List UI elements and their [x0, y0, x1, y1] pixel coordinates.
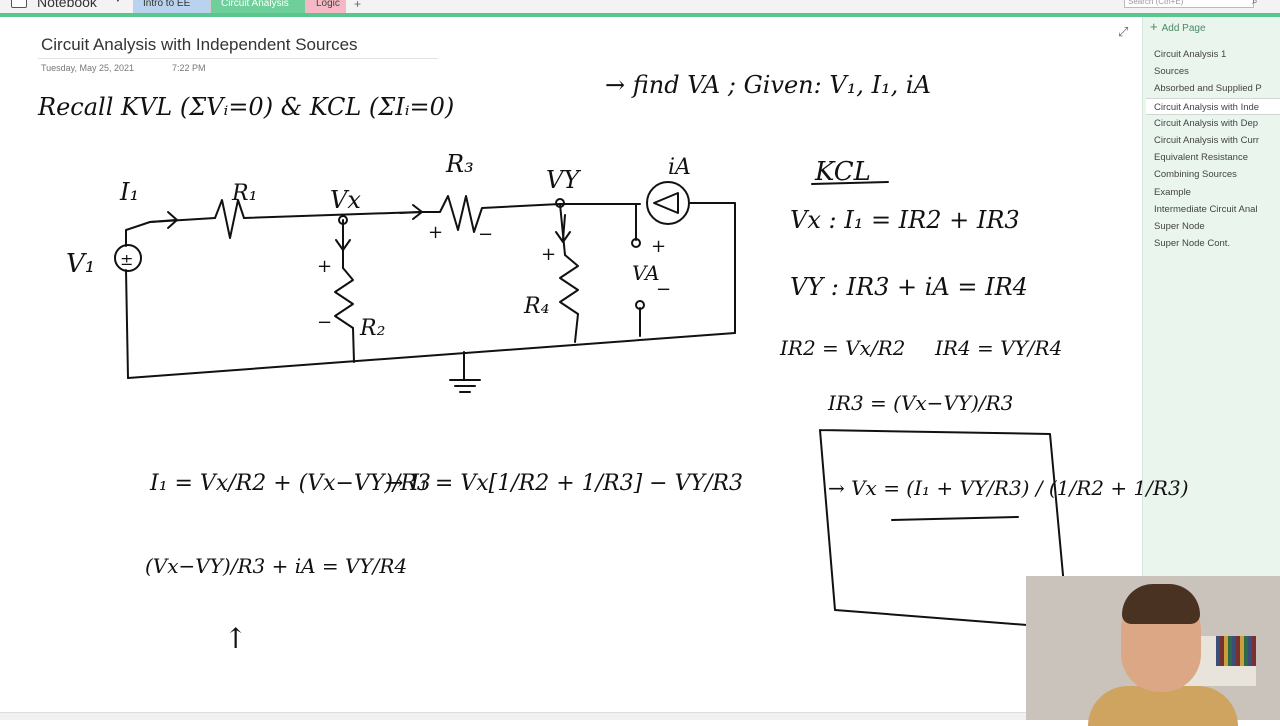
section-tab-intro-to-ee[interactable]: Intro to EE — [133, 0, 211, 13]
ink-canvas[interactable]: Recall KVL (ΣVᵢ=0) & KCL (ΣIᵢ=0) → find … — [0, 70, 1189, 720]
label-r2: R₂ — [359, 316, 385, 341]
label-r4: R₄ — [523, 294, 549, 319]
add-section-button[interactable]: + — [354, 0, 362, 11]
add-page-label: Add Page — [1161, 23, 1206, 34]
resistor-r2 — [334, 267, 354, 329]
wire — [127, 332, 736, 379]
eq3: → Vx = (I₁ + VY/R3) / (1/R2 + 1/R3) — [828, 476, 1189, 500]
ir3-eq: IR3 = (Vx−VY)/R3 — [827, 391, 1013, 415]
wire — [352, 327, 355, 363]
kcl-underline — [811, 181, 889, 185]
eq2: → I₁ = Vx[1/R2 + 1/R3] − VY/R3 — [385, 471, 743, 496]
add-page-button[interactable]: +Add Page — [1150, 19, 1206, 34]
search-input[interactable]: Search (Ctrl+E) — [1124, 0, 1254, 8]
minus-sign: − — [317, 312, 332, 333]
label-i1: I₁ — [119, 178, 139, 206]
plus-icon: + — [1150, 19, 1158, 34]
section-tab-circuit-analysis[interactable]: Circuit Analysis — [211, 0, 306, 13]
page-item[interactable]: Combining Sources — [1154, 169, 1237, 181]
ir2-eq: IR2 = Vx/R2 — [779, 336, 905, 360]
plus-sign: + — [428, 222, 443, 243]
kcl-vy-eq: VY : IR3 + iA = IR4 — [790, 273, 1028, 301]
resistor-r3 — [419, 195, 561, 233]
node-vy — [555, 198, 565, 208]
title-underline — [38, 58, 438, 59]
page-item[interactable]: Super Node Cont. — [1154, 238, 1231, 250]
wire — [125, 217, 216, 247]
ir4-eq: IR4 = VY/R4 — [934, 336, 1062, 360]
page-date: Tuesday, May 25, 2021 — [41, 63, 135, 73]
arrow-vx-down — [335, 224, 351, 251]
plus-sign: + — [541, 244, 556, 265]
resistor-r1 — [214, 199, 245, 239]
minus-sign: − — [656, 279, 671, 300]
wire — [125, 269, 129, 379]
arrow-i1 — [149, 211, 178, 229]
minus-sign: − — [478, 224, 493, 245]
eq4: (Vx−VY)/R3 + iA = VY/R4 — [145, 554, 407, 578]
plus-sign: + — [651, 236, 666, 257]
page-item[interactable]: Equivalent Resistance — [1154, 152, 1248, 164]
find-text: → find VA ; Given: V₁, I₁, iA — [605, 71, 931, 99]
recall-text: Recall KVL (ΣVᵢ=0) & KCL (ΣIᵢ=0) — [37, 93, 454, 121]
page-item[interactable]: Circuit Analysis with Curr — [1154, 134, 1260, 146]
label-r3: R₃ — [445, 150, 474, 178]
resistor-r4 — [559, 254, 579, 315]
page-item-active[interactable]: Circuit Analysis with Inde — [1146, 97, 1280, 115]
section-color-bar — [0, 13, 1280, 17]
expand-icon[interactable]: ⤢ — [1118, 24, 1129, 39]
ground-symbol — [449, 351, 481, 393]
current-source-arrow — [653, 192, 679, 214]
arrow-to-r3 — [399, 204, 423, 220]
chevron-down-icon[interactable]: ▼ — [113, 0, 123, 5]
label-vy: VY — [546, 166, 581, 194]
presenter-shirt — [1088, 686, 1238, 726]
label-v1-sign: ± — [120, 250, 133, 269]
page-item[interactable]: Super Node — [1154, 220, 1205, 232]
wire — [243, 211, 421, 219]
label-ia: iA — [668, 155, 691, 180]
label-v1: V₁ — [66, 249, 95, 279]
page-item[interactable]: Absorbed and Supplied P — [1154, 83, 1262, 95]
arrow-up-mark: ↑ — [224, 622, 247, 655]
page-item[interactable]: Intermediate Circuit Anal — [1154, 203, 1258, 215]
top-bar: Notebook ▼ Intro to EE Circuit Analysis … — [0, 0, 1280, 13]
notebook-selector[interactable]: Notebook — [37, 0, 97, 10]
notebook-icon[interactable] — [11, 0, 27, 8]
circuit-diagram — [114, 181, 736, 393]
page-item[interactable]: Example — [1154, 186, 1191, 198]
label-vx: Vx — [330, 186, 361, 214]
plus-sign: + — [317, 256, 332, 277]
kcl-vx-eq: Vx : I₁ = IR2 + IR3 — [790, 206, 1020, 234]
section-tab-logic[interactable]: Logic — [306, 0, 346, 13]
wire — [559, 203, 566, 256]
page-item[interactable]: Circuit Analysis 1 — [1154, 49, 1227, 60]
page-time: 7:22 PM — [172, 63, 206, 73]
page-title[interactable]: Circuit Analysis with Independent Source… — [41, 35, 358, 54]
page-list: Circuit Analysis 1 Sources Absorbed and … — [1146, 46, 1280, 252]
background-books — [1216, 636, 1256, 666]
label-va: VA — [632, 261, 660, 285]
page-item[interactable]: Sources — [1154, 66, 1189, 78]
node-va-minus — [635, 300, 645, 310]
node-va-plus — [631, 238, 641, 248]
arrow-vy-down — [555, 214, 571, 243]
wire — [574, 313, 579, 343]
search-icon[interactable]: ⌕ — [1252, 0, 1258, 7]
horizontal-scrollbar[interactable] — [0, 712, 1026, 720]
page-item[interactable]: Circuit Analysis with Dep — [1154, 117, 1259, 129]
webcam-overlay — [1026, 576, 1280, 726]
eq1: I₁ = Vx/R2 + (Vx−VY)/R3 — [149, 471, 431, 496]
presenter-hair — [1122, 584, 1200, 624]
wire — [689, 202, 736, 334]
current-source-ia — [646, 181, 690, 225]
node-vx — [338, 215, 348, 225]
fraction-bar — [891, 516, 1019, 521]
label-r1: R₁ — [231, 181, 257, 206]
voltage-source-v1 — [114, 244, 142, 272]
